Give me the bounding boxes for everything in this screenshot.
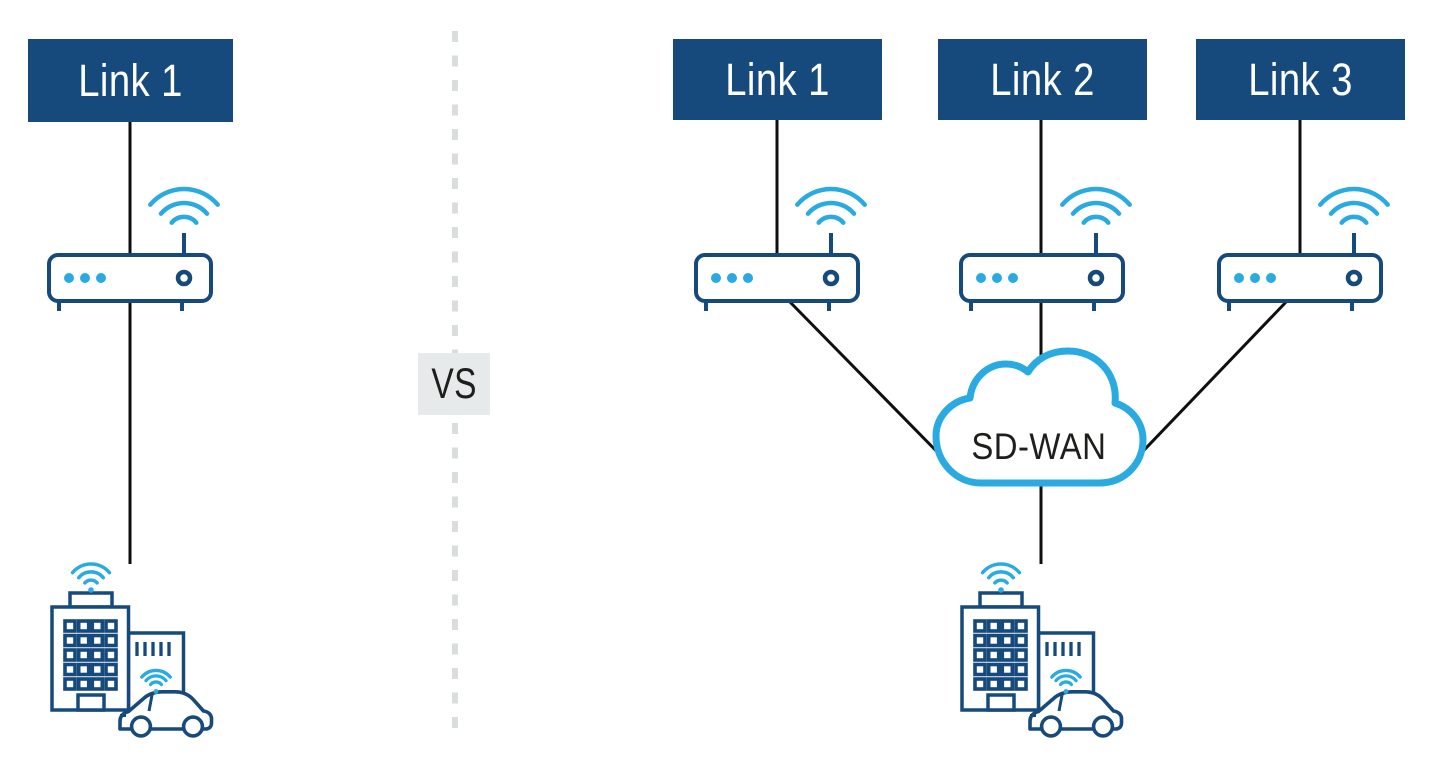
building-main <box>50 591 131 712</box>
router-body <box>1217 253 1383 303</box>
router-feet <box>57 301 184 311</box>
vs-badge: VS <box>418 353 490 415</box>
router-body <box>47 253 213 303</box>
router-icon <box>1217 186 1390 311</box>
connected-car-icon <box>118 690 214 738</box>
building-windows <box>973 619 1028 691</box>
router-status-lights <box>711 273 753 283</box>
building-windows <box>63 619 118 691</box>
router-icon <box>694 186 867 311</box>
wifi-icon <box>980 562 1022 593</box>
router-status-lights <box>64 273 106 283</box>
router-feet <box>969 301 1096 311</box>
router3-to-cloud-line <box>1123 299 1289 472</box>
wifi-icon <box>1060 186 1132 225</box>
office-building-icon <box>960 562 1124 738</box>
car-wheel <box>181 715 205 738</box>
router-body <box>959 253 1125 303</box>
router-icon <box>959 186 1132 311</box>
router-port <box>175 269 193 287</box>
car-wheel <box>1091 715 1115 738</box>
wifi-icon <box>140 668 172 694</box>
router-feet <box>1227 301 1354 311</box>
left-link1-box: Link 1 <box>28 39 233 122</box>
building-main <box>960 591 1041 712</box>
right-link2-box: Link 2 <box>938 39 1147 120</box>
router-feet <box>704 301 831 311</box>
wifi-icon <box>70 562 112 593</box>
right-link1-label: Link 1 <box>725 54 830 105</box>
sdwan-cloud-icon <box>932 347 1147 487</box>
sdwan-cloud-label: SD-WAN <box>971 425 1107 467</box>
right-link2-label: Link 2 <box>990 54 1095 105</box>
router1-to-cloud-line <box>787 299 957 472</box>
right-link1-box: Link 1 <box>673 39 882 120</box>
wifi-icon <box>1318 186 1390 225</box>
cloud-outline <box>932 347 1147 487</box>
car-wheel <box>129 715 153 738</box>
car-wheel <box>1039 715 1063 738</box>
router-port <box>822 269 840 287</box>
right-link3-label: Link 3 <box>1248 54 1353 105</box>
wifi-icon <box>148 186 220 225</box>
building-door <box>986 693 1016 712</box>
router-icon <box>47 186 220 311</box>
router-status-lights <box>976 273 1018 283</box>
router-port <box>1087 269 1105 287</box>
building-door <box>76 693 106 712</box>
wifi-icon <box>795 186 867 225</box>
router-body <box>694 253 860 303</box>
office-building-icon <box>50 562 214 738</box>
sdwan-cloud-label-wrap: SD-WAN <box>928 424 1150 468</box>
vs-label: VS <box>431 359 477 408</box>
connected-car-icon <box>1028 690 1124 738</box>
right-link3-box: Link 3 <box>1196 39 1405 120</box>
router-status-lights <box>1234 273 1276 283</box>
router-port <box>1345 269 1363 287</box>
wifi-icon <box>1050 668 1082 694</box>
left-link1-label: Link 1 <box>78 55 183 106</box>
